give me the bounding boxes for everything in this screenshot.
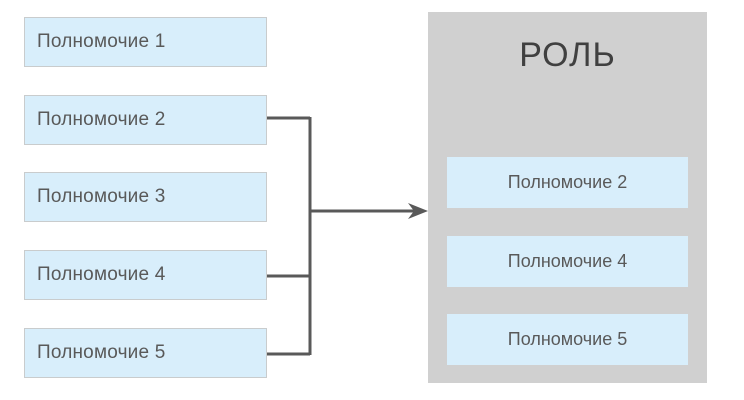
role-permission-box-2[interactable]: Полномочие 4	[447, 236, 688, 287]
permission-label-5: Полномочие 5	[37, 342, 166, 363]
role-permission-label-2: Полномочие 4	[507, 251, 628, 271]
role-permission-box-1[interactable]: Полномочие 2	[447, 157, 688, 208]
permission-label-3: Полномочие 3	[37, 186, 166, 207]
permission-label-4: Полномочие 4	[37, 264, 166, 285]
permission-box-2[interactable]: Полномочие 2	[24, 95, 267, 145]
role-panel: РОЛЬ Полномочие 2 Полномочие 4 Полномочи…	[428, 12, 707, 383]
permission-box-4[interactable]: Полномочие 4	[24, 250, 267, 300]
arrow-head-icon	[408, 203, 428, 219]
role-permission-box-3[interactable]: Полномочие 5	[447, 314, 688, 365]
permission-box-3[interactable]: Полномочие 3	[24, 172, 267, 222]
role-permission-label-3: Полномочие 5	[507, 329, 628, 349]
role-permission-label-1: Полномочие 2	[507, 172, 628, 192]
permission-box-1[interactable]: Полномочие 1	[24, 17, 267, 67]
permission-box-5[interactable]: Полномочие 5	[24, 328, 267, 378]
permission-label-1: Полномочие 1	[37, 31, 166, 52]
role-panel-title: РОЛЬ	[519, 36, 616, 74]
permission-label-2: Полномочие 2	[37, 109, 166, 130]
